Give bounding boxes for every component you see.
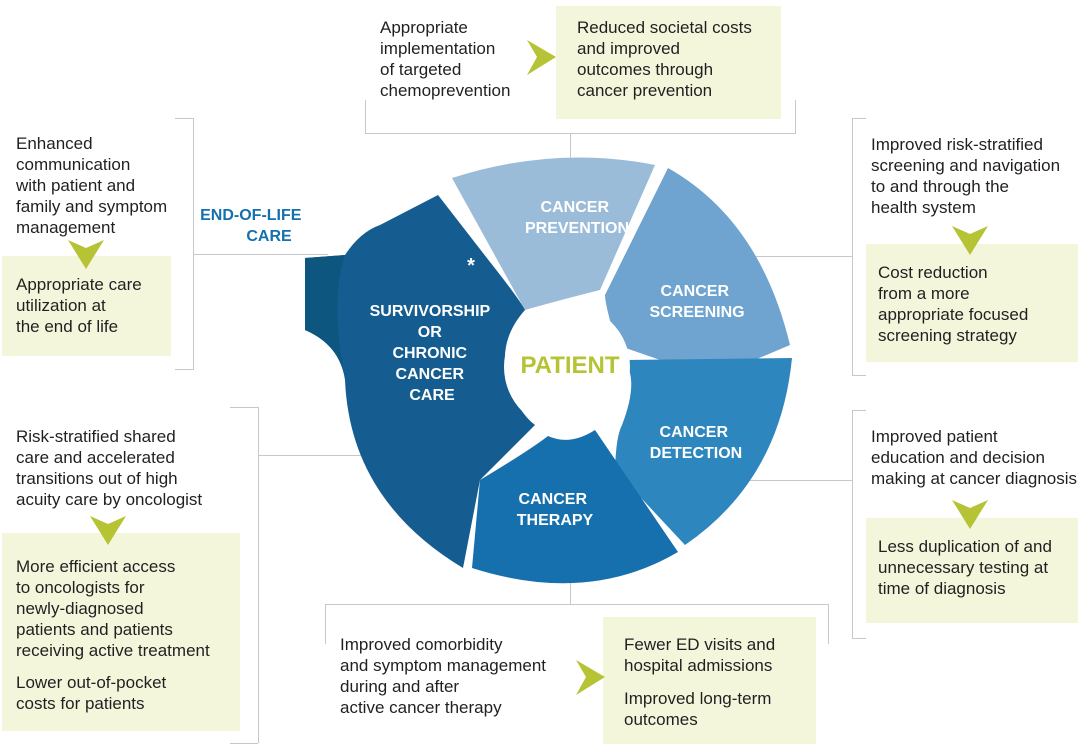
bottom-outcome-text-1: Fewer ED visits and hospital admissions	[624, 635, 776, 675]
segment-label-line: CHRONIC	[392, 345, 467, 362]
segment-label-line: CANCER	[661, 283, 730, 300]
segment-label-line: DETECTION	[650, 445, 742, 462]
top-bracket-left	[365, 100, 366, 133]
segment-detection	[615, 358, 792, 545]
top-bracket-bottom	[365, 133, 796, 134]
segment-label-line: CANCER	[519, 491, 588, 508]
left-bottom-action-text: Risk-stratified shared care and accelera…	[16, 427, 203, 509]
left-top-action-text: Enhanced communication with patient and …	[16, 134, 168, 237]
segment-label-line: CANCER	[396, 366, 465, 383]
right-bottom-bracket-bottom	[852, 638, 866, 639]
right-top-bracket-vertical	[852, 118, 853, 375]
segment-label-screening: CANCER SCREENING	[649, 283, 744, 321]
segment-label-endoflife: END-OF-LIFE CARE	[200, 207, 306, 245]
segment-label-prevention: CANCER PREVENTION	[525, 199, 629, 237]
arrow-right-icon	[527, 40, 556, 75]
segment-screening	[605, 168, 790, 378]
right-bottom-outcome-box	[866, 518, 1078, 623]
segment-label-line: OR	[418, 324, 442, 341]
top-outcome-box	[556, 6, 781, 119]
left-top-bracket-top	[175, 118, 193, 119]
segment-endoflife	[305, 255, 345, 380]
left-bottom-bracket-bottom	[230, 743, 258, 744]
segment-label-detection: CANCER DETECTION	[650, 424, 742, 462]
right-bottom-action-text: Improved patient education and decision …	[871, 427, 1078, 488]
left-bottom-bracket-top	[230, 407, 258, 408]
segment-label-line: SCREENING	[649, 304, 744, 321]
bottom-bracket-right	[828, 604, 829, 644]
segment-label-therapy: CANCER THERAPY	[517, 491, 594, 529]
segment-label-line: CARE	[409, 387, 455, 404]
bottom-bracket-left	[325, 604, 326, 644]
arrows	[68, 40, 988, 695]
top-connector	[570, 133, 571, 178]
arrow-down-icon	[68, 240, 104, 269]
segment-survivorship	[305, 195, 535, 568]
left-top-bracket-bottom	[175, 369, 193, 370]
right-top-bracket-bottom	[852, 375, 866, 376]
bottom-bracket-top	[325, 604, 828, 605]
arrow-down-icon	[952, 500, 988, 529]
bottom-action-text: Improved comorbidity and symptom managem…	[340, 635, 546, 717]
segment-label-line: SURVIVORSHIP	[370, 303, 491, 320]
left-bottom-connector	[258, 455, 413, 456]
left-bottom-outcome-box	[2, 533, 240, 731]
left-bottom-outcome-text-2: Lower out-of-pocket costs for patients	[16, 673, 167, 713]
segment-label-line: END-OF-LIFE	[200, 207, 302, 224]
segment-prevention	[452, 157, 655, 310]
arrow-down-icon	[90, 516, 126, 545]
right-top-connector	[720, 256, 852, 257]
right-top-action-text: Improved risk-stratified screening and n…	[871, 135, 1061, 217]
bottom-outcome-text-2: Improved long-term outcomes	[624, 689, 772, 729]
center-circle	[504, 304, 630, 430]
left-top-bracket-vertical	[193, 118, 194, 370]
right-bottom-bracket-top	[852, 410, 866, 411]
arrow-right-icon	[576, 660, 605, 695]
right-bottom-outcome-text: Less duplication of and unnecessary test…	[878, 537, 1052, 598]
left-top-outcome-box	[2, 256, 171, 356]
arrow-down-icon	[952, 226, 988, 255]
right-top-outcome-box	[866, 244, 1078, 362]
left-bottom-bracket-vertical	[258, 407, 259, 743]
right-top-bracket-top	[852, 118, 866, 119]
right-bottom-bracket-vertical	[852, 410, 853, 638]
center-label: PATIENT	[520, 352, 619, 379]
segment-label-line: CANCER	[541, 199, 610, 216]
segment-label-survivorship: SURVIVORSHIP OR CHRONIC CANCER CARE	[370, 303, 495, 404]
left-top-outcome-text: Appropriate care utilization at the end …	[16, 275, 142, 336]
segment-label-line: CANCER	[660, 424, 729, 441]
top-action-text: Appropriate implementation of targeted c…	[380, 18, 511, 100]
segment-label-line: THERAPY	[517, 512, 594, 529]
segment-therapy	[472, 430, 678, 584]
right-top-outcome-text: Cost reduction from a more appropriate f…	[878, 263, 1029, 345]
top-outcome-text: Reduced societal costs and improved outc…	[577, 18, 752, 100]
bottom-connector	[570, 563, 571, 605]
bottom-outcome-box	[603, 617, 816, 744]
left-top-connector	[193, 254, 328, 255]
right-bottom-connector	[735, 480, 852, 481]
left-bottom-outcome-text-1: More efficient access to oncologists for…	[16, 557, 210, 660]
top-bracket-right	[795, 100, 796, 133]
asterisk: *	[467, 255, 475, 277]
segment-label-line: PREVENTION	[525, 220, 629, 237]
segment-label-line: CARE	[246, 228, 292, 245]
